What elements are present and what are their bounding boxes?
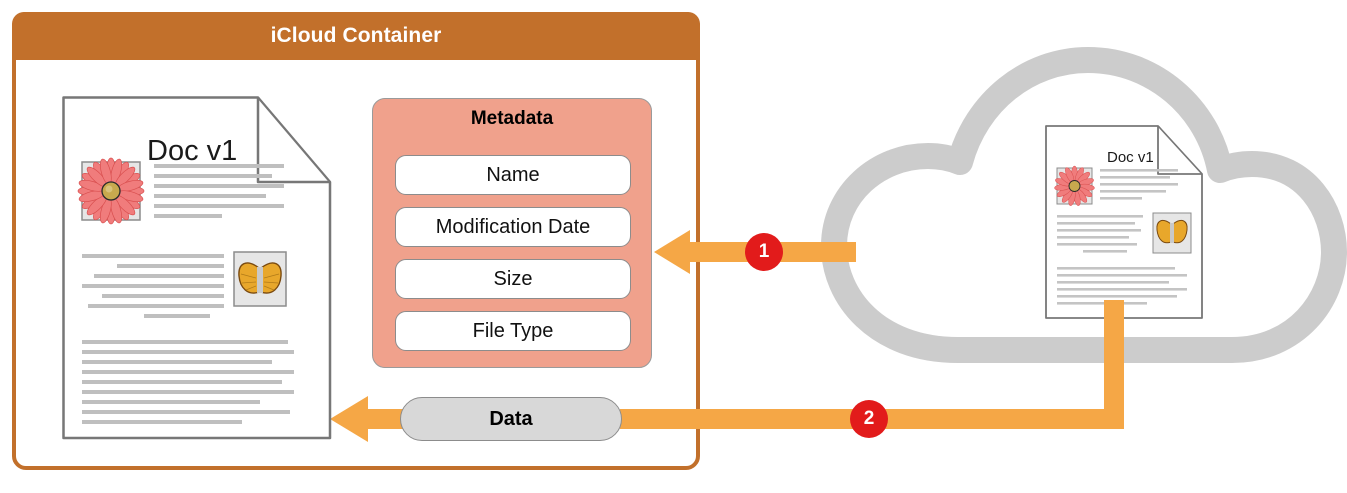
container-header-label: iCloud Container	[270, 24, 442, 47]
text-lines-block-3	[1057, 267, 1187, 305]
text-lines-block-1	[154, 164, 284, 218]
text-lines-block-3	[82, 340, 294, 424]
metadata-field-size[interactable]: Size	[395, 259, 631, 299]
text-lines-block-2	[82, 254, 224, 318]
step-badge-2: 2	[850, 400, 888, 438]
flower-image	[1054, 165, 1095, 206]
cloud-icon	[816, 24, 1347, 374]
container-header: iCloud Container	[12, 12, 700, 60]
step-badge-2-label: 2	[863, 408, 875, 429]
flower-image	[77, 157, 145, 225]
metadata-field-file-type[interactable]: File Type	[395, 311, 631, 351]
data-pill-label: Data	[489, 407, 533, 430]
metadata-field-name[interactable]: Name	[395, 155, 631, 195]
local-document: Doc v1	[62, 96, 332, 440]
metadata-panel: Metadata Name Modification Date Size Fil…	[372, 98, 652, 368]
data-pill: Data	[400, 397, 622, 441]
text-lines-block-2	[1057, 215, 1143, 253]
metadata-field-modification-date[interactable]: Modification Date	[395, 207, 631, 247]
butterfly-image	[1152, 212, 1192, 254]
butterfly-image	[233, 251, 287, 307]
metadata-title: Metadata	[470, 108, 554, 129]
cloud-document: Doc v1	[1045, 125, 1203, 319]
step-badge-1: 1	[745, 233, 783, 271]
local-document-title: Doc v1	[147, 135, 238, 167]
cloud-document-title: Doc v1	[1107, 149, 1154, 166]
text-lines-block-1	[1100, 169, 1178, 200]
step-badge-1-label: 1	[758, 241, 770, 262]
